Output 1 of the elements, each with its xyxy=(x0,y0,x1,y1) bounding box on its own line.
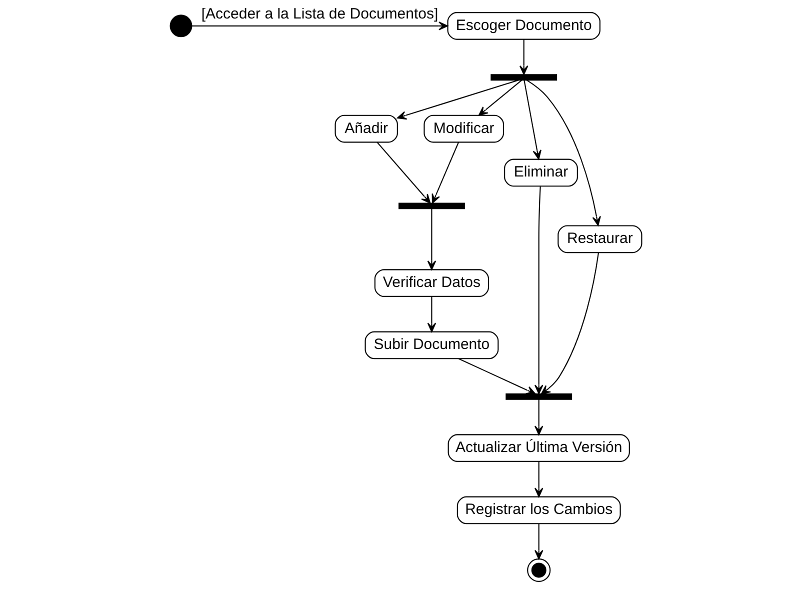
edge-label: [Acceder a la Lista de Documentos] xyxy=(200,6,438,23)
